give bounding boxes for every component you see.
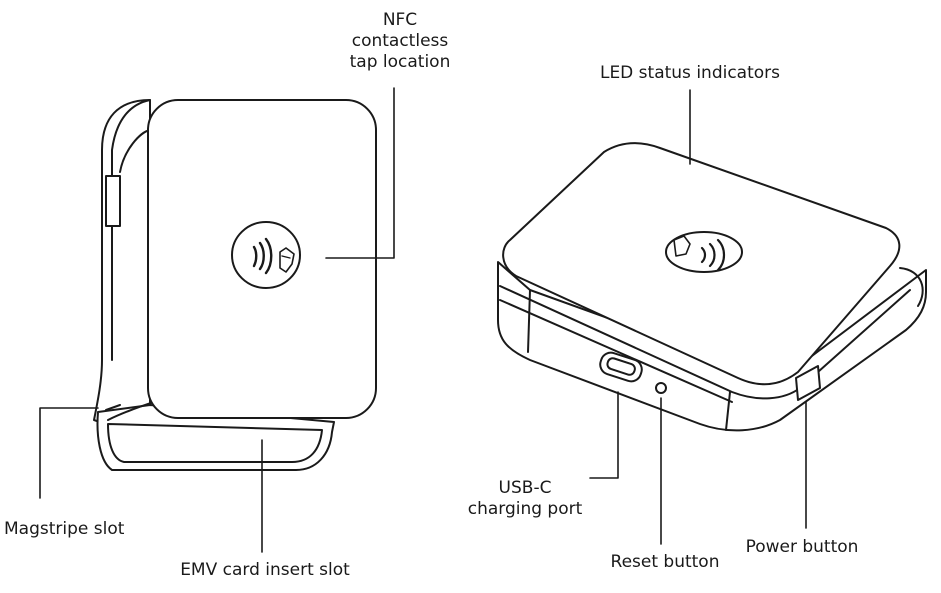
- reader-top-lid: [502, 142, 901, 386]
- reader-front-view: [93, 99, 377, 471]
- nfc-label-line3: tap location: [349, 52, 451, 72]
- reset-label: Reset button: [610, 552, 720, 572]
- reader-front-face: [147, 99, 377, 419]
- magstripe-label: Magstripe slot: [4, 519, 125, 539]
- nfc-label-line1: NFC: [382, 10, 418, 30]
- emv-slot-tray: [96, 404, 335, 471]
- nfc-label-line2: contactless: [351, 31, 449, 51]
- magstripe-slot-shape: [105, 175, 121, 227]
- nfc-contactless-logo: [231, 221, 301, 289]
- usbc-label-line1: USB-C: [498, 478, 552, 498]
- reader-angled-view: [497, 142, 927, 432]
- reader-side-edge: [111, 99, 151, 361]
- leader-lines: [39, 87, 807, 553]
- usbc-label: USB-C charging port: [458, 478, 592, 520]
- leader-magstripe: [39, 407, 99, 499]
- leader-nfc: [325, 87, 395, 259]
- leader-usbc: [589, 391, 619, 479]
- nfc-contactless-logo-top: [665, 231, 743, 273]
- led-status-label: LED status indicators: [599, 63, 781, 83]
- usbc-label-line2: charging port: [467, 499, 583, 519]
- reset-button-hole: [655, 382, 667, 394]
- nfc-label: NFC contactless tap location: [340, 10, 460, 73]
- emv-slot-opening: [107, 423, 323, 463]
- power-button-shape: [795, 365, 821, 401]
- reader-back-shell: [93, 99, 151, 431]
- power-label: Power button: [745, 537, 859, 557]
- emv-label: EMV card insert slot: [180, 560, 350, 580]
